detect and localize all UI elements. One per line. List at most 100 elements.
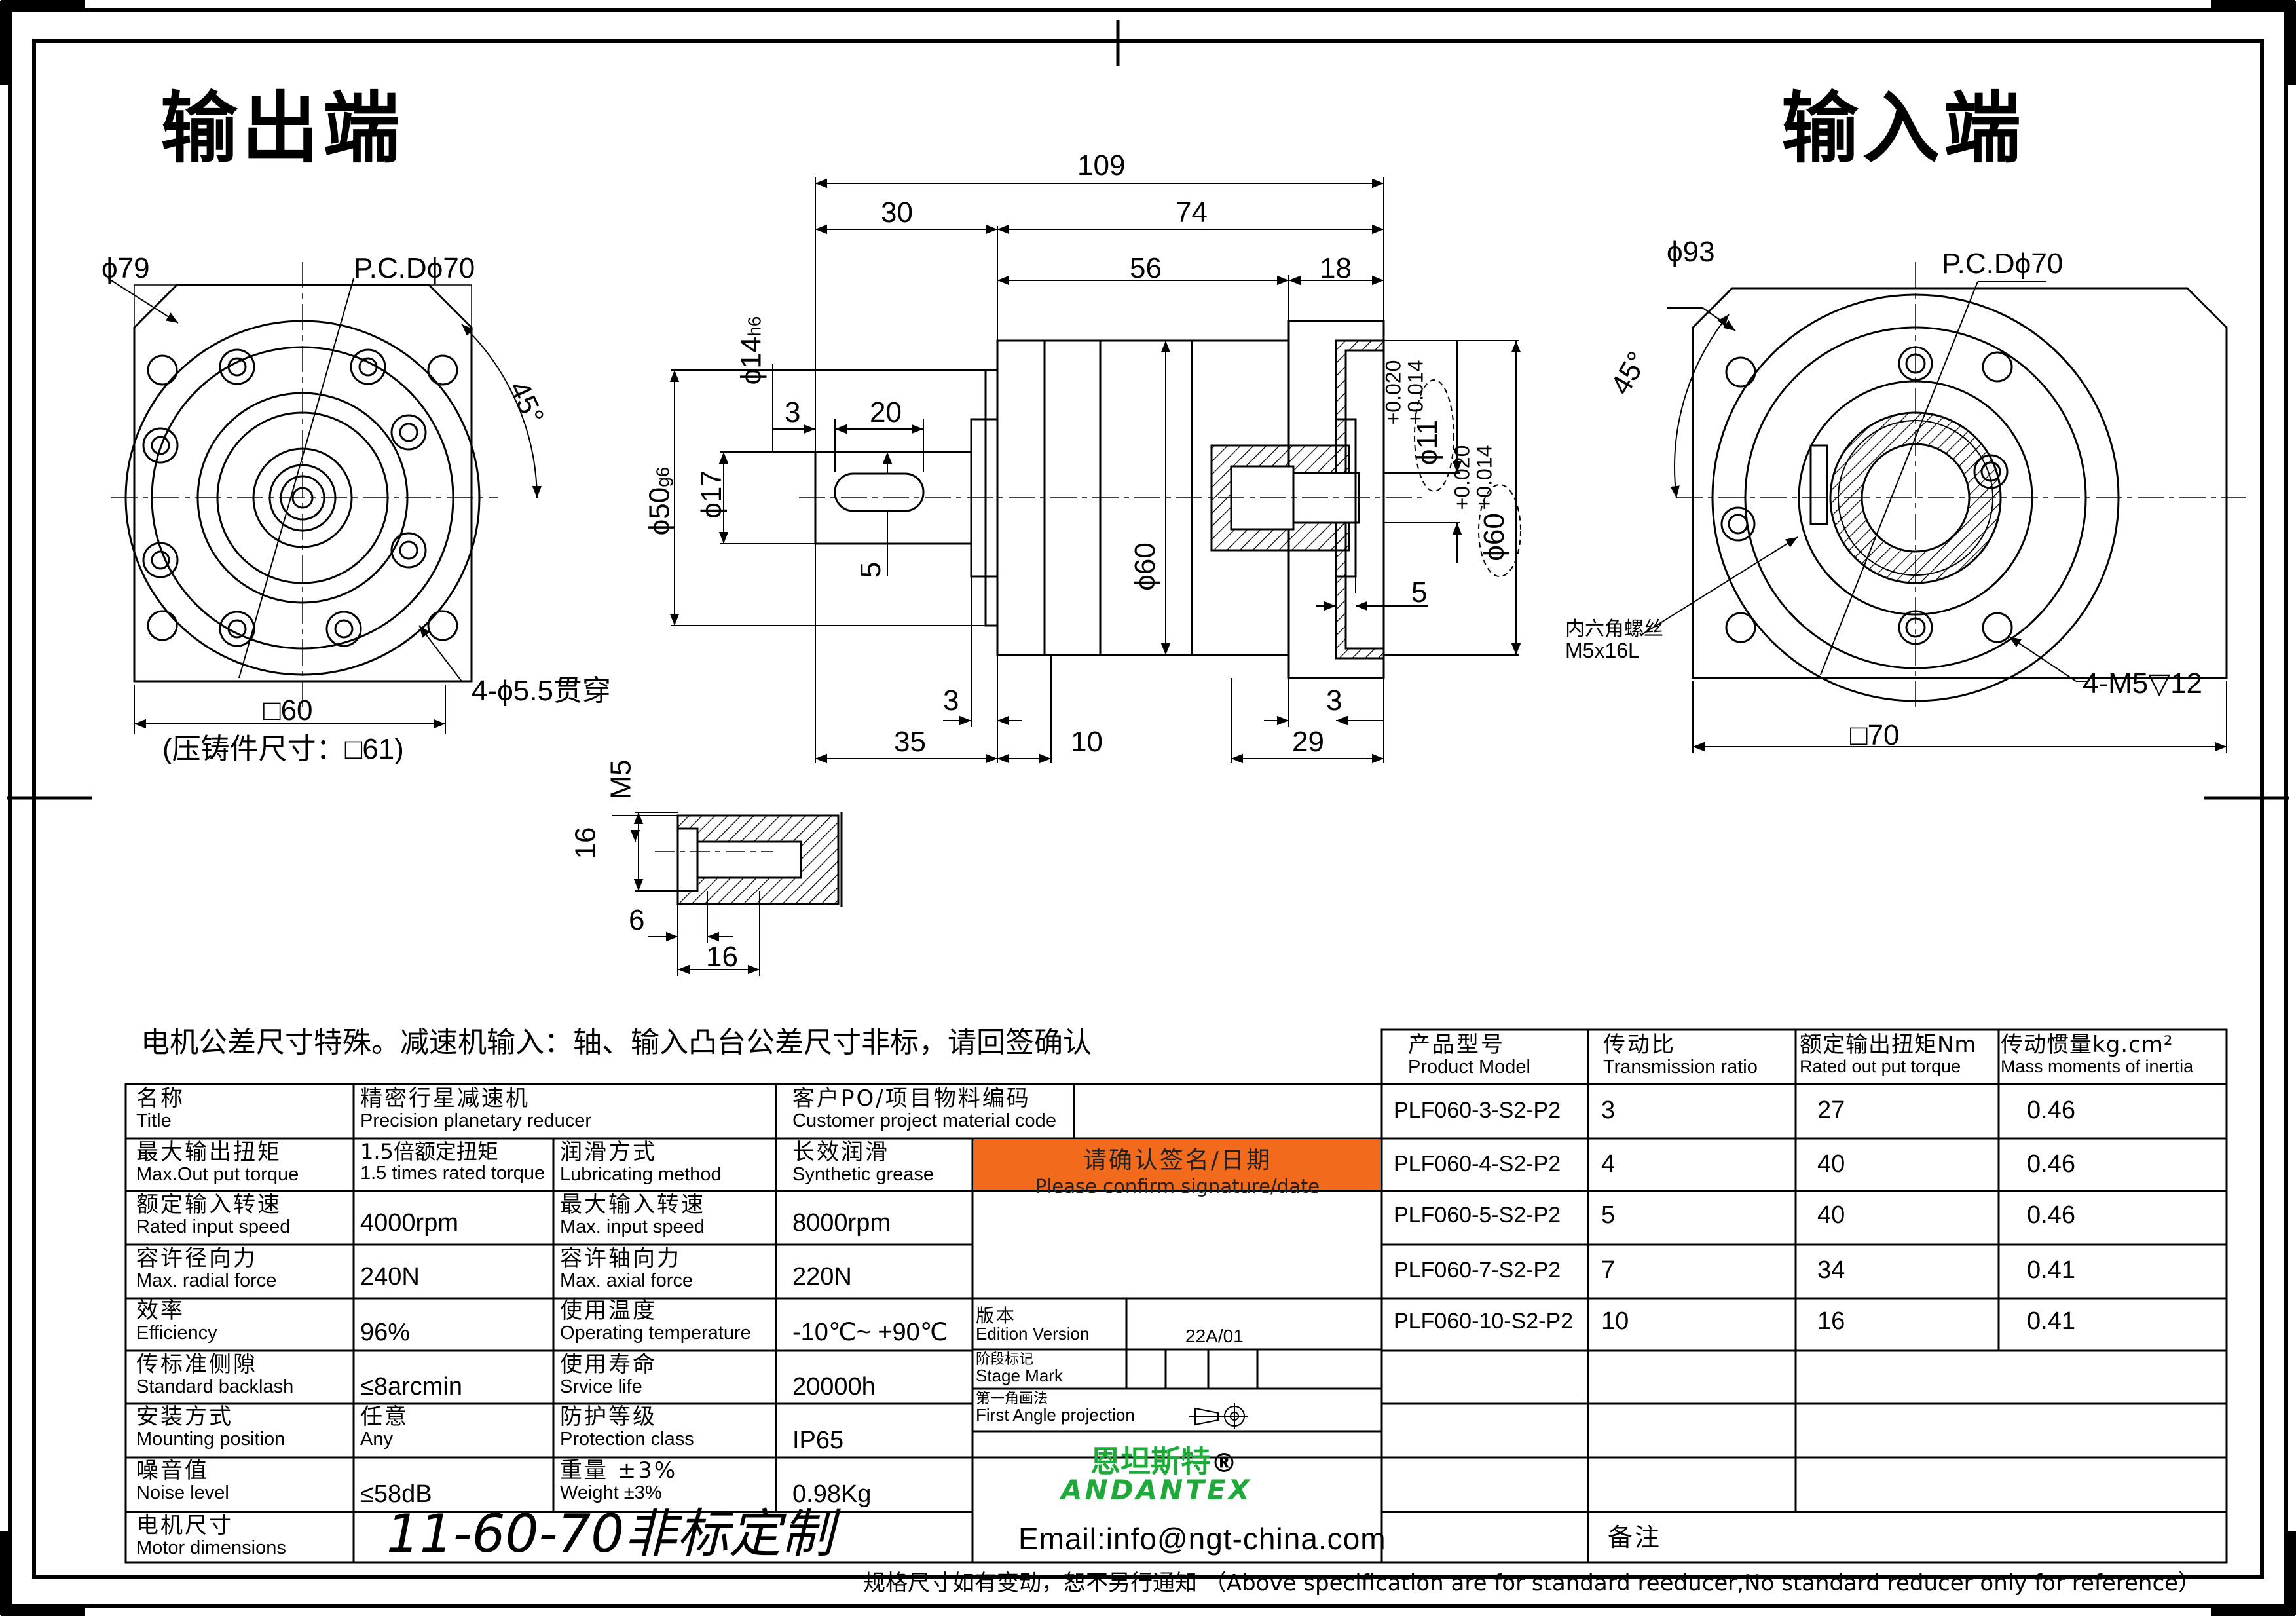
version-value: 22A/01	[1185, 1326, 1244, 1346]
spec-weight-value: 0.98Kg	[792, 1480, 872, 1508]
model-ratio: 7	[1601, 1256, 1616, 1284]
model-ratio: 5	[1601, 1201, 1616, 1229]
screws	[142, 348, 427, 647]
dim-18: 18	[1320, 252, 1352, 284]
dim-5-key: 5	[855, 561, 887, 578]
brand-logo-en: ANDANTEX	[1061, 1474, 1252, 1506]
brand-logo-cn: 恩坦斯特®	[1090, 1444, 1237, 1479]
confirm-signature-cell[interactable]: 请确认签名/日期 Please confirm signature/date	[974, 1140, 1380, 1197]
contact-email[interactable]: Email:info@ngt-china.com	[1018, 1522, 1386, 1556]
model-torque: 27	[1817, 1097, 1845, 1124]
dim-holes-front: 4-ϕ5.5贯穿	[472, 675, 611, 707]
spec-protection-value: IP65	[792, 1427, 844, 1454]
model-inertia: 0.41	[2027, 1256, 2075, 1284]
dim-3-key: 3	[785, 396, 801, 428]
side-view	[669, 177, 1521, 764]
model-name: PLF060-10-S2-P2	[1394, 1309, 1574, 1334]
dim-d50: ϕ50g6	[643, 466, 676, 536]
dim-d14: ϕ14h6	[735, 316, 768, 385]
model-torque: 40	[1817, 1150, 1845, 1178]
dim-d93: ϕ93	[1667, 236, 1715, 268]
dim-m5: M5	[604, 759, 637, 800]
dim-d11: ϕ11	[1411, 419, 1444, 466]
front-view	[107, 262, 542, 734]
spec-radial-force-value: 240N	[360, 1263, 420, 1290]
remark-label: 备注	[1608, 1523, 1662, 1552]
dim-6: 6	[629, 904, 645, 936]
spec-weight-label: 重量 ±3%Weight ±3%	[560, 1457, 678, 1503]
spec-service-life-value: 20000h	[792, 1373, 876, 1400]
dim-d79: ϕ79	[102, 252, 150, 284]
dim-74: 74	[1176, 197, 1208, 229]
spec-backlash-value: ≤8arcmin	[360, 1373, 463, 1400]
dim-3-shaft: 3	[943, 685, 959, 717]
footer-disclaimer: 规格尺寸如有变动，恕不另行通知 （Above specification are…	[863, 1570, 2201, 1596]
dim-30: 30	[881, 197, 913, 229]
dim-pcd70-front: P.C.Dϕ70	[354, 252, 475, 284]
dim-35: 35	[894, 726, 926, 758]
input-end-heading: 输入端	[1781, 83, 2026, 174]
rear-view	[1640, 262, 2246, 753]
output-end-heading: 输出端	[160, 83, 405, 174]
dim-d60-input-tol: +0.020 +0.014	[1450, 445, 1496, 510]
dim-d60-input: ϕ60	[1477, 513, 1510, 561]
tolerance-note: 电机公差尺寸特殊。减速机输入：轴、输入凸台公差尺寸非标，请回签确认	[141, 1026, 1092, 1059]
dim-109: 109	[1077, 149, 1126, 181]
model-name: PLF060-3-S2-P2	[1394, 1098, 1561, 1123]
dim-d11-tol: +0.020 +0.014	[1381, 360, 1428, 425]
dim-16-height: 16	[569, 827, 602, 859]
spec-axial-force-value: 220N	[792, 1263, 852, 1290]
dim-d17: ϕ17	[695, 470, 728, 519]
dim-16-length: 16	[706, 941, 738, 973]
model-name: PLF060-4-S2-P2	[1394, 1152, 1561, 1176]
spec-temperature-value: -10℃~ +90℃	[792, 1319, 948, 1346]
model-ratio: 3	[1601, 1097, 1616, 1124]
dim-sq70: □70	[1850, 719, 1900, 751]
spec-table-grid	[124, 1083, 2227, 1564]
model-inertia: 0.46	[2027, 1150, 2075, 1178]
spec-rated-speed-value: 4000rpm	[360, 1209, 458, 1237]
model-ratio: 10	[1601, 1307, 1629, 1335]
projection-symbol	[1189, 1403, 1248, 1429]
spec-efficiency-value: 96%	[360, 1319, 411, 1346]
model-name: PLF060-5-S2-P2	[1394, 1203, 1561, 1228]
model-torque: 40	[1817, 1201, 1845, 1229]
spec-noise-value: ≤58dB	[360, 1480, 432, 1508]
screw-label-en: M5x16L	[1565, 639, 1640, 662]
dim-sq60: □60	[263, 694, 313, 726]
dim-holes-rear: 4-M5▽12	[2083, 667, 2203, 700]
dim-d60-body: ϕ60	[1128, 542, 1161, 591]
model-inertia: 0.46	[2027, 1201, 2075, 1229]
model-inertia: 0.41	[2027, 1307, 2075, 1335]
model-torque: 34	[1817, 1256, 1845, 1284]
dim-3-flange: 3	[1326, 685, 1342, 717]
